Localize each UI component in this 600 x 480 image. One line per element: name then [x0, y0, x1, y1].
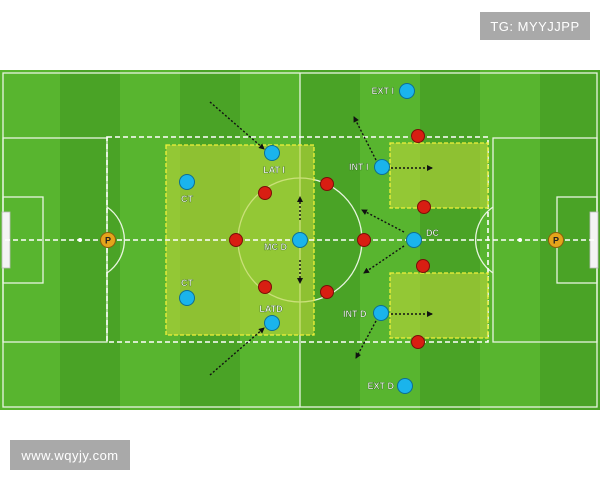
blue-player-dot — [397, 378, 413, 394]
arrow-int-i-up — [353, 116, 377, 161]
blue-player-dot — [179, 290, 195, 306]
blue-player-dot — [406, 232, 422, 248]
blue-player-ct-top: CT — [179, 174, 195, 204]
post-marker-left: P — [100, 232, 116, 248]
blue-player-label: INT D — [343, 309, 367, 319]
arrow-int-d-down — [355, 320, 377, 359]
red-player — [258, 280, 272, 294]
red-player — [320, 285, 334, 299]
blue-player-dot — [399, 83, 415, 99]
blue-player-label: CT — [181, 278, 193, 288]
blue-player-latd: LATD — [259, 304, 283, 331]
blue-player-label: INT I — [349, 162, 369, 172]
watermark-top-text: TG: MYYJJPP — [490, 18, 580, 34]
post-marker-right: P — [548, 232, 564, 248]
blue-player-label: LATD — [259, 304, 283, 314]
post-marker-right-dot — [548, 232, 564, 248]
post-marker-left-label: P — [105, 236, 111, 246]
top-right-zone — [389, 142, 489, 209]
blue-player-label: EXT D — [367, 381, 394, 391]
blue-player-lat-i: LAT I — [263, 145, 285, 175]
blue-player-label: LAT I — [263, 165, 285, 175]
red-player — [411, 129, 425, 143]
post-marker-left-dot — [100, 232, 116, 248]
blue-player-label: MC D — [264, 242, 287, 252]
post-marker-right-label: P — [553, 236, 559, 246]
red-player — [357, 233, 371, 247]
red-player — [258, 186, 272, 200]
blue-player-label: CT — [181, 194, 193, 204]
red-player — [411, 335, 425, 349]
red-player — [229, 233, 243, 247]
watermark-bottom-text: www.wqyjy.com — [21, 447, 119, 463]
blue-player-dot — [292, 232, 308, 248]
blue-team: EXT I LAT I CT CT MC D INT I DC INT D — [179, 83, 440, 394]
blue-player-dot — [374, 159, 390, 175]
blue-player-ct-bottom: CT — [179, 278, 195, 306]
blue-player-dot — [373, 305, 389, 321]
bottom-right-zone — [389, 272, 489, 339]
arrow-dc-down — [363, 245, 405, 274]
blue-player-ext-d: EXT D — [367, 378, 413, 394]
right-penalty-arc — [475, 206, 494, 274]
blue-player-dc: DC — [406, 228, 440, 248]
blue-player-label: EXT I — [371, 86, 394, 96]
blue-player-dot — [179, 174, 195, 190]
watermark-top-badge: TG: MYYJJPP — [480, 12, 590, 40]
football-pitch-diagram: P P EXT I LAT I CT CT — [0, 70, 600, 410]
blue-player-int-i: INT I — [349, 159, 390, 175]
red-player — [320, 177, 334, 191]
blue-player-int-d: INT D — [343, 305, 389, 321]
red-team — [229, 129, 431, 349]
blue-player-dot — [264, 145, 280, 161]
left-penalty-arc — [106, 206, 125, 274]
blue-player-ext-i: EXT I — [371, 83, 415, 99]
watermark-bottom-badge: www.wqyjy.com — [10, 440, 130, 470]
red-player — [417, 200, 431, 214]
blue-player-dot — [264, 315, 280, 331]
red-player — [416, 259, 430, 273]
blue-player-label: DC — [426, 228, 439, 238]
blue-player-mc-d: MC D — [264, 232, 308, 252]
